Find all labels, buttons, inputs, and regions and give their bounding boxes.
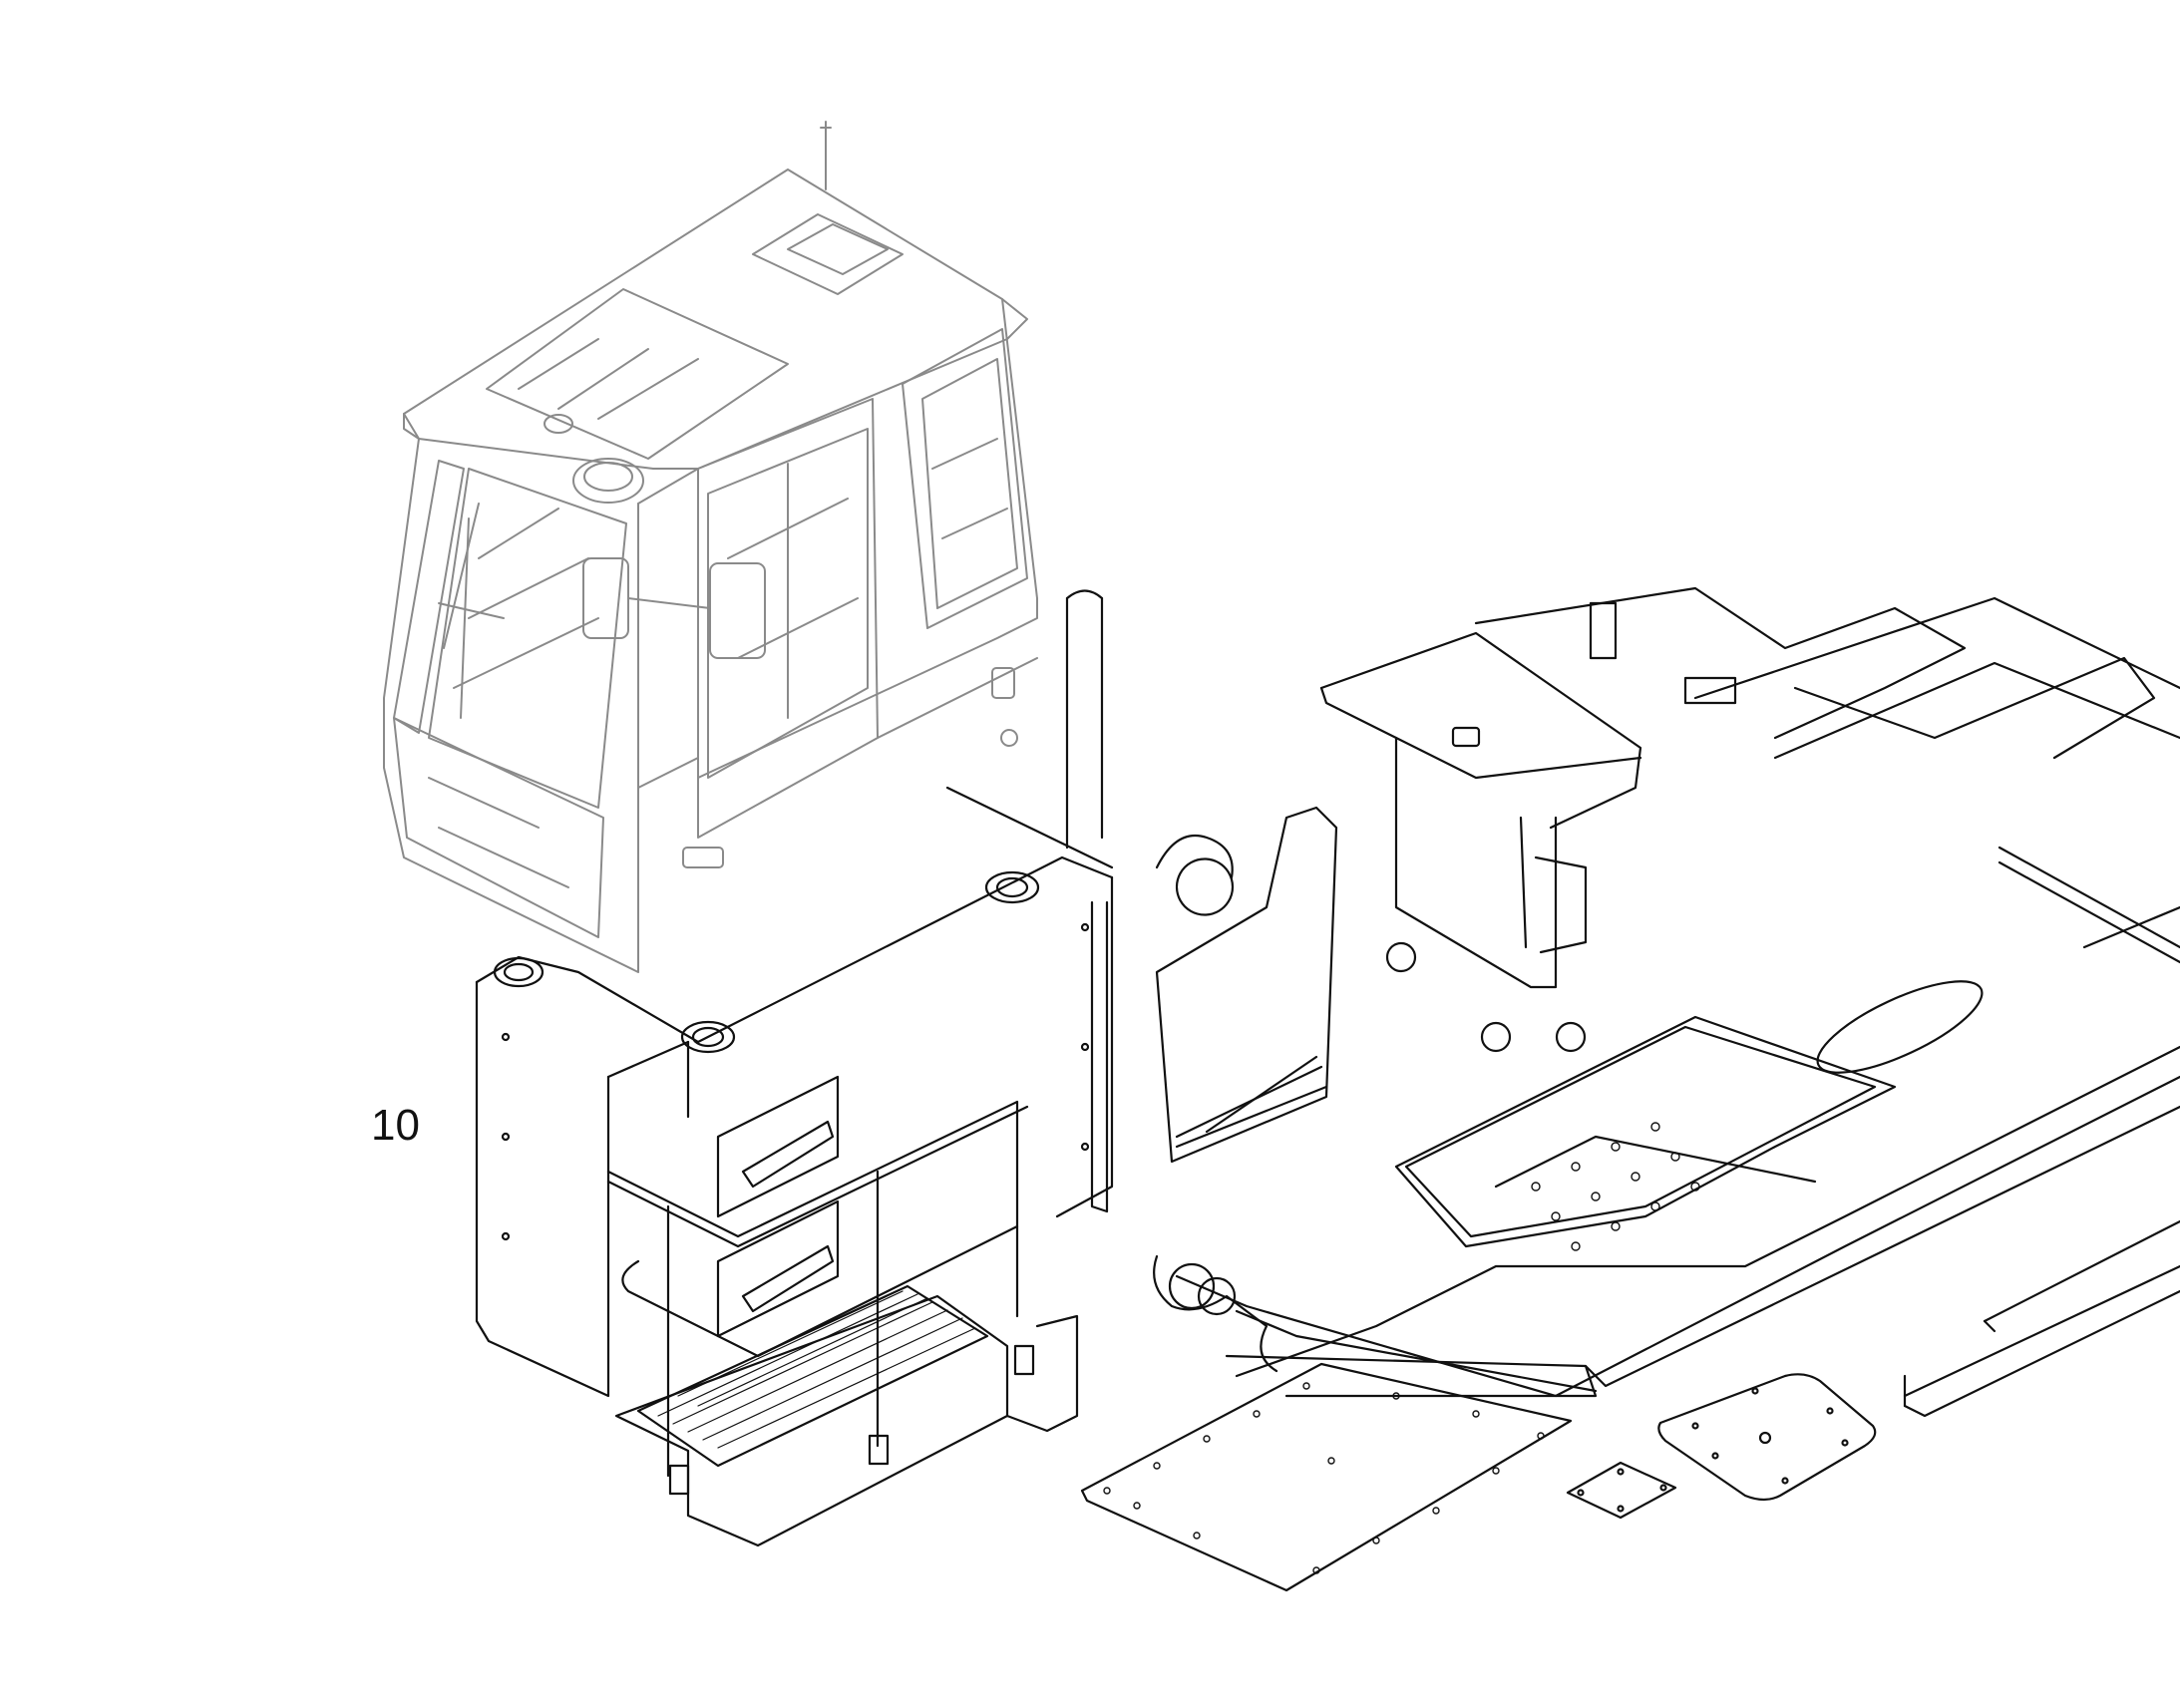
bottom-cover-plate-small bbox=[1568, 1463, 1675, 1518]
cab bbox=[384, 122, 1037, 972]
upper-frame bbox=[1154, 588, 2180, 1396]
callout-10: 10 bbox=[371, 1101, 420, 1150]
access-platform bbox=[608, 1102, 1077, 1545]
bottom-cover-plate-large bbox=[1082, 1364, 1571, 1590]
cab-base-housing bbox=[477, 591, 1112, 1397]
side-rail-cover bbox=[1905, 1221, 2180, 1416]
bottom-cover-plate-round bbox=[1658, 1374, 1875, 1500]
